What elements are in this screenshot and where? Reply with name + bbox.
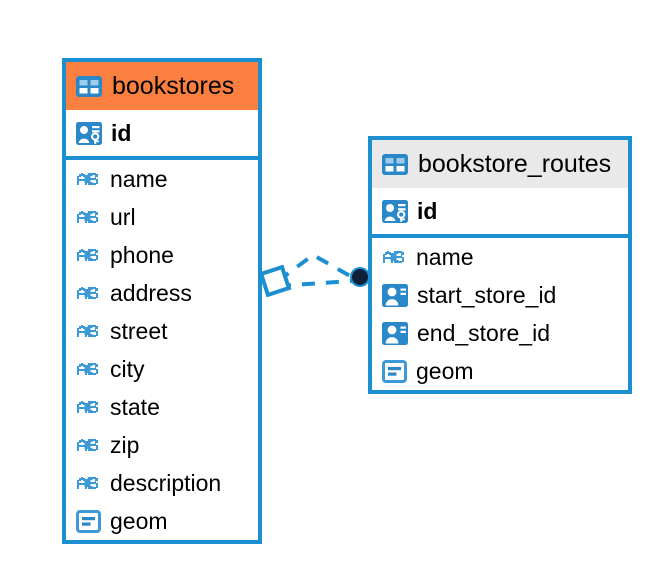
entity-bookstore-routes[interactable]: bookstore_routes id [368,136,632,394]
field-label-geom: geom [110,507,168,534]
text-abc-icon [382,250,407,264]
field-row-street[interactable]: street [66,312,258,350]
field-label-description: description [110,469,222,496]
text-abc-icon [76,438,101,452]
field-label-id: id [111,119,132,146]
field-row-description[interactable]: description [66,464,258,502]
entity-body-bookstores: id name [66,110,258,540]
field-row-name[interactable]: name [372,238,628,276]
field-row-start-store-id[interactable]: start_store_id [372,276,628,314]
text-abc-icon [76,400,101,414]
foreign-key-icon [382,321,408,345]
text-abc-icon [76,476,101,490]
foreign-key-icon [382,283,408,307]
field-label-url: url [110,203,136,230]
primary-key-divider [372,234,628,238]
field-label-name: name [416,243,474,270]
text-abc-icon [76,286,101,300]
entity-title-bookstore-routes: bookstore_routes [418,149,612,178]
field-row-id[interactable]: id [372,188,628,234]
field-row-name[interactable]: name [66,160,258,198]
relationship-line-upper [276,252,353,283]
relationship-line-lower [277,279,353,288]
field-row-address[interactable]: address [66,274,258,312]
field-row-end-store-id[interactable]: end_store_id [372,314,628,352]
text-abc-icon [76,362,101,376]
field-row-state[interactable]: state [66,388,258,426]
field-label-phone: phone [110,241,174,268]
field-label-street: street [110,317,168,344]
table-icon [382,153,408,175]
table-icon [76,75,102,97]
field-row-zip[interactable]: zip [66,426,258,464]
relationship-source-handle[interactable] [258,264,292,298]
field-row-phone[interactable]: phone [66,236,258,274]
primary-key-icon [76,121,102,145]
entity-header-bookstores[interactable]: bookstores [66,62,258,110]
field-row-city[interactable]: city [66,350,258,388]
field-label-name: name [110,165,168,192]
field-label-zip: zip [110,431,140,458]
text-abc-icon [76,324,101,338]
text-abc-icon [76,210,101,224]
field-row-geom[interactable]: geom [372,352,628,390]
field-label-geom: geom [416,357,474,384]
relationship-target-handle[interactable] [350,267,370,287]
field-label-city: city [110,355,145,382]
field-label-id: id [417,197,438,224]
geometry-icon [382,359,407,383]
entity-bookstores[interactable]: bookstores id [62,58,262,544]
text-abc-icon [76,172,101,186]
field-label-state: state [110,393,160,420]
field-row-id[interactable]: id [66,110,258,156]
field-row-url[interactable]: url [66,198,258,236]
entity-header-bookstore-routes[interactable]: bookstore_routes [372,140,628,188]
entity-body-bookstore-routes: id name [372,188,628,390]
text-abc-icon [76,248,101,262]
primary-key-icon [382,199,408,223]
field-label-address: address [110,279,192,306]
primary-key-divider [66,156,258,160]
field-label-end-store-id: end_store_id [417,319,550,346]
entity-title-bookstores: bookstores [112,71,235,100]
field-label-start-store-id: start_store_id [417,281,557,308]
field-row-geom[interactable]: geom [66,502,258,540]
geometry-icon [76,509,101,533]
